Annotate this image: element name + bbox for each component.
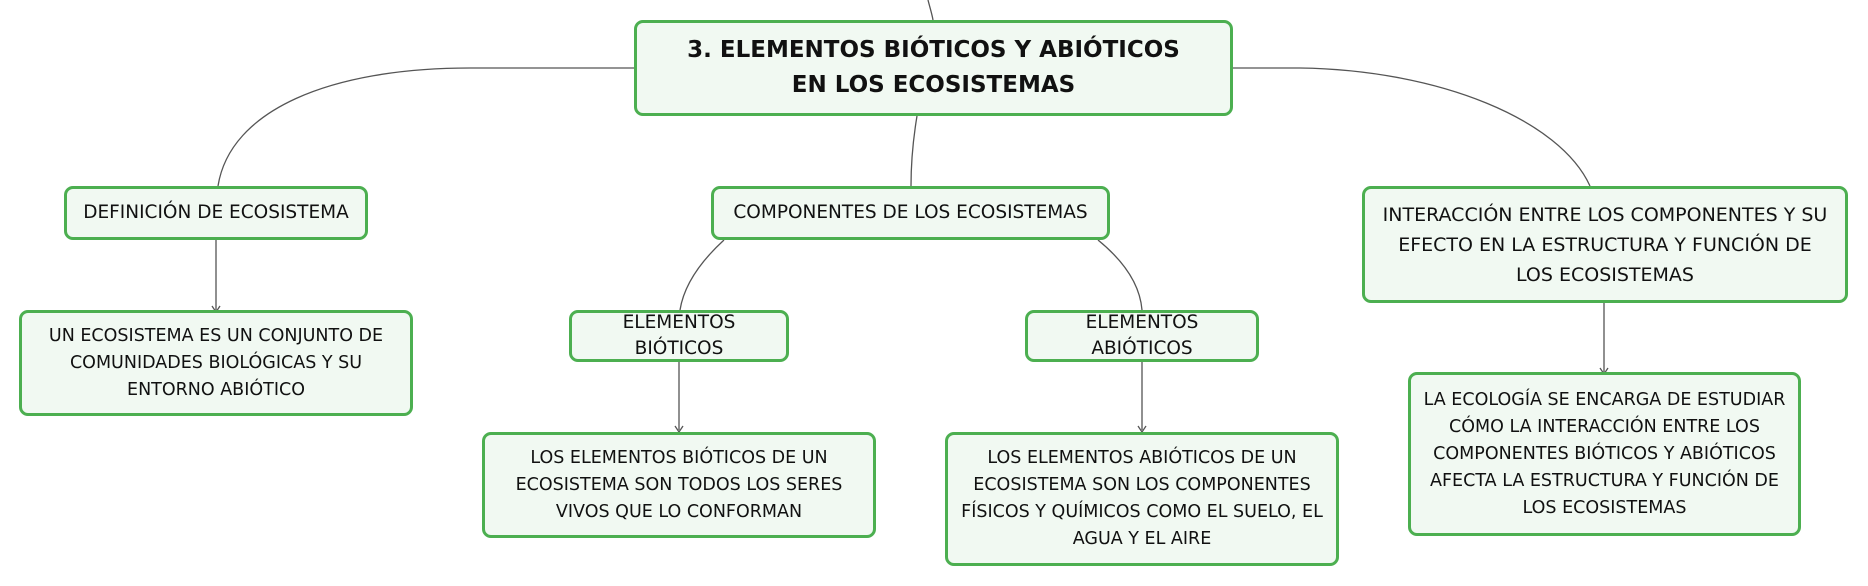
leaf-definicion-node[interactable]: UN ECOSISTEMA ES UN CONJUNTO DE COMUNIDA…: [19, 310, 413, 416]
leaf-interaccion-label: LA ECOLOGÍA SE ENCARGA DE ESTUDIAR CÓMO …: [1423, 389, 1786, 518]
branch-definicion-label: DEFINICIÓN DE ECOSISTEMA: [83, 202, 349, 223]
connector-componentes-to-bioticos: [679, 239, 725, 311]
leaf-interaccion-node[interactable]: LA ECOLOGÍA SE ENCARGA DE ESTUDIAR CÓMO …: [1408, 372, 1801, 536]
leaf-abioticos-label: LOS ELEMENTOS ABIÓTICOS DE UN ECOSISTEMA…: [961, 448, 1323, 549]
sub-bioticos-node[interactable]: ELEMENTOS BIÓTICOS: [569, 310, 789, 362]
branch-definicion-node[interactable]: DEFINICIÓN DE ECOSISTEMA: [64, 186, 368, 240]
leaf-abioticos-node[interactable]: LOS ELEMENTOS ABIÓTICOS DE UN ECOSISTEMA…: [945, 432, 1339, 566]
leaf-bioticos-node[interactable]: LOS ELEMENTOS BIÓTICOS DE UN ECOSISTEMA …: [482, 432, 876, 538]
leaf-bioticos-label: LOS ELEMENTOS BIÓTICOS DE UN ECOSISTEMA …: [515, 447, 843, 522]
connector-central-to-componentes: [910, 115, 918, 187]
branch-componentes-label: COMPONENTES DE LOS ECOSISTEMAS: [733, 202, 1088, 223]
central-topic-label: 3. ELEMENTOS BIÓTICOS Y ABIÓTICOS EN LOS…: [687, 37, 1180, 98]
leaf-definicion-label: UN ECOSISTEMA ES UN CONJUNTO DE COMUNIDA…: [48, 325, 384, 400]
sub-abioticos-node[interactable]: ELEMENTOS ABIÓTICOS: [1025, 310, 1259, 362]
sub-abioticos-label: ELEMENTOS ABIÓTICOS: [1085, 312, 1199, 359]
sub-bioticos-label: ELEMENTOS BIÓTICOS: [622, 312, 736, 359]
connector-central-to-interaccion: [1233, 67, 1591, 187]
connector-parent-to-central: [927, 0, 934, 21]
branch-componentes-node[interactable]: COMPONENTES DE LOS ECOSISTEMAS: [711, 186, 1110, 240]
connector-componentes-to-abioticos: [1097, 239, 1143, 311]
branch-interaccion-label: INTERACCIÓN ENTRE LOS COMPONENTES Y SU E…: [1382, 203, 1828, 286]
central-topic-node[interactable]: 3. ELEMENTOS BIÓTICOS Y ABIÓTICOS EN LOS…: [634, 20, 1233, 116]
branch-interaccion-node[interactable]: INTERACCIÓN ENTRE LOS COMPONENTES Y SU E…: [1362, 186, 1848, 303]
connector-central-to-definicion: [217, 67, 634, 187]
